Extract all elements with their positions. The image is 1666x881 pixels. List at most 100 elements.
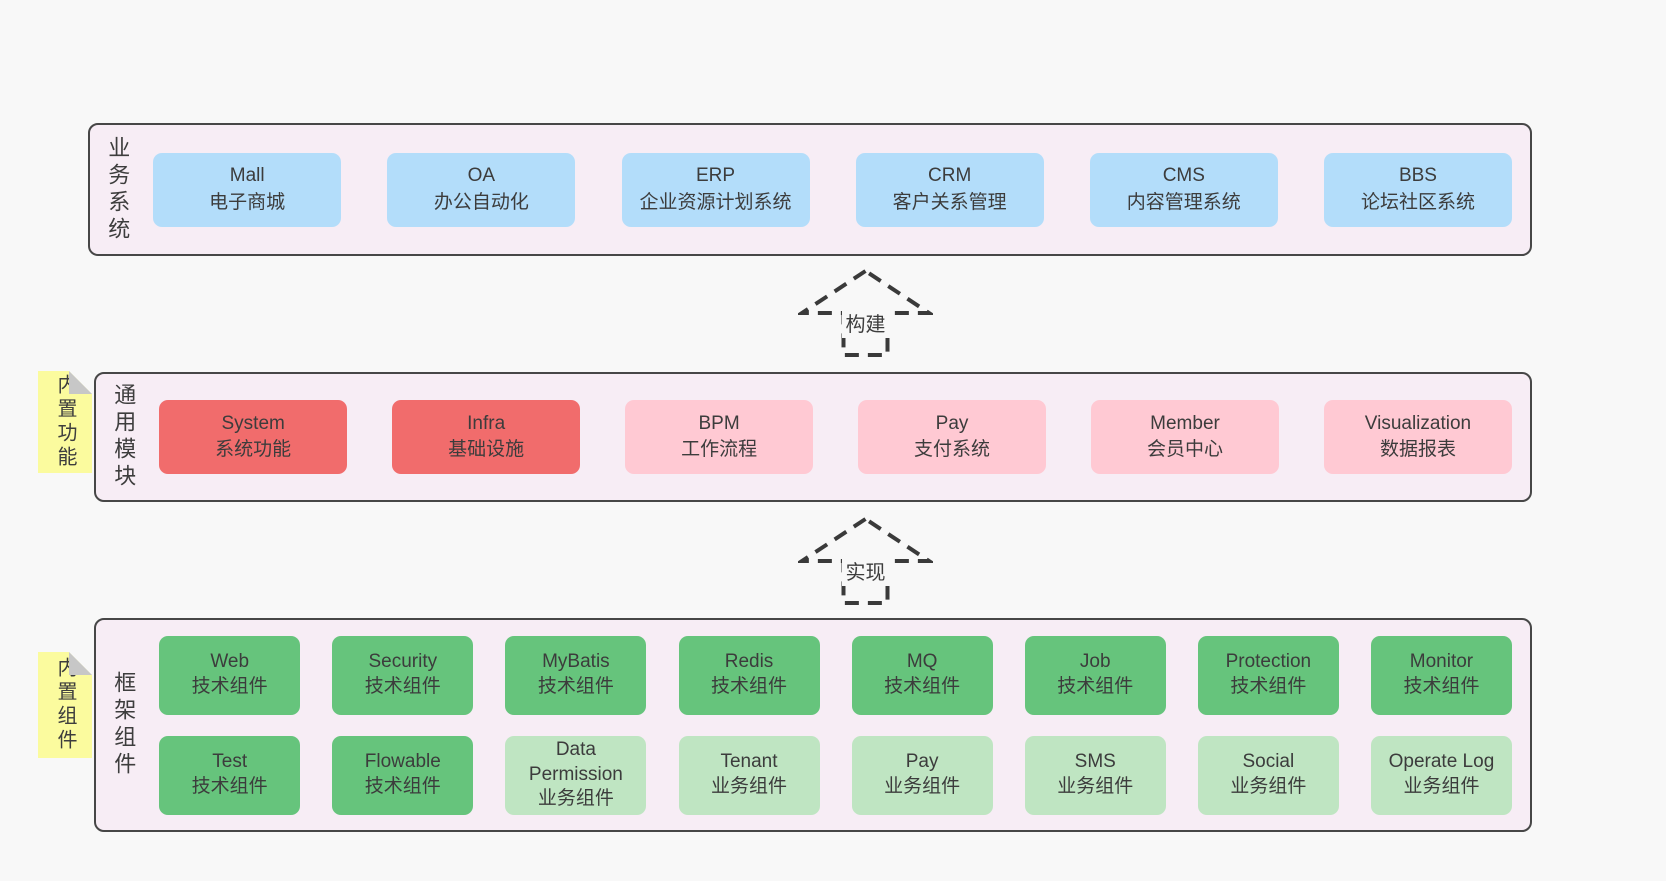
box-subtitle: 工作流程: [681, 439, 758, 460]
folded-corner-icon: [69, 371, 92, 394]
box-subtitle: 业务组件: [537, 788, 614, 810]
box-subtitle: 业务组件: [884, 776, 961, 797]
box-social: Social 业务组件: [1197, 735, 1339, 815]
box-system: System 系统功能: [159, 400, 348, 474]
box-bbs: BBS 论坛社区系统: [1323, 152, 1512, 227]
box-title: CMS: [1162, 165, 1205, 187]
box-title: MyBatis: [542, 651, 610, 673]
box-title: ERP: [695, 165, 736, 187]
box-cms: CMS 内容管理系统: [1089, 152, 1278, 227]
box-title: Pay: [935, 412, 969, 434]
box-subtitle: 技术组件: [364, 776, 441, 797]
box-title: Security: [368, 651, 438, 673]
box-subtitle: 技术组件: [191, 776, 268, 797]
box-title: Job: [1079, 651, 1111, 673]
box-subtitle: 业务组件: [1403, 776, 1480, 797]
box-title: SMS: [1074, 751, 1116, 773]
box-erp: ERP 企业资源计划系统: [621, 152, 810, 227]
box-subtitle: 客户关系管理: [892, 191, 1007, 213]
box-data-permission: Data Permission 业务组件: [505, 735, 647, 815]
box-title: System: [221, 412, 285, 434]
layer-framework-components: 框架组件 Web 技术组件 Security 技术组件 MyBatis 技术组件…: [94, 618, 1532, 832]
arrow-implement: 实现: [798, 516, 933, 606]
box-title: Test: [212, 751, 248, 773]
box-subtitle: 论坛社区系统: [1360, 191, 1475, 213]
up-block-arrow-icon: [798, 268, 933, 357]
layer-business-systems: 业务系统 Mall 电子商城 OA 办公自动化 ERP 企业资源计划系统 CRM…: [88, 123, 1532, 256]
box-subtitle: 会员中心: [1146, 439, 1223, 460]
business-boxes-row: Mall 电子商城 OA 办公自动化 ERP 企业资源计划系统 CRM 客户关系…: [129, 152, 1530, 227]
box-subtitle: 技术组件: [191, 676, 268, 697]
box-title: CRM: [928, 165, 972, 187]
components-rows: Web 技术组件 Security 技术组件 MyBatis 技术组件 Redi…: [135, 635, 1530, 815]
box-subtitle: 办公自动化: [433, 191, 529, 213]
components-row-1: Web 技术组件 Security 技术组件 MyBatis 技术组件 Redi…: [159, 635, 1512, 715]
folded-corner-icon: [69, 652, 92, 675]
note-built-in-components: 内置组件: [38, 652, 92, 758]
box-subtitle: 技术组件: [711, 676, 788, 697]
box-job: Job 技术组件: [1024, 635, 1166, 715]
layer-common-modules: 通用模块 System 系统功能 Infra 基础设施 BPM 工作流程 Pay…: [94, 372, 1532, 502]
box-title: BBS: [1398, 165, 1437, 187]
box-crm: CRM 客户关系管理: [855, 152, 1044, 227]
box-subtitle: 系统功能: [215, 439, 292, 460]
box-mall: Mall 电子商城: [153, 152, 342, 227]
box-security: Security 技术组件: [332, 635, 474, 715]
box-operate-log: Operate Log 业务组件: [1370, 735, 1512, 815]
box-subtitle: 内容管理系统: [1126, 191, 1241, 213]
box-title: OA: [467, 165, 496, 187]
box-title: Operate Log: [1388, 751, 1495, 773]
box-subtitle: 技术组件: [537, 676, 614, 697]
box-subtitle: 业务组件: [1057, 776, 1134, 797]
box-pay: Pay 支付系统: [858, 400, 1047, 474]
box-subtitle: 数据报表: [1379, 439, 1456, 460]
box-title: Web: [210, 651, 250, 673]
box-sms: SMS 业务组件: [1024, 735, 1166, 815]
box-mq: MQ 技术组件: [851, 635, 993, 715]
box-subtitle: 电子商城: [209, 191, 286, 213]
box-flowable: Flowable 技术组件: [332, 735, 474, 815]
box-title: Data Permission: [528, 738, 623, 785]
note-built-in-features: 内置功能: [38, 371, 92, 473]
box-title: Pay: [905, 751, 939, 773]
box-visualization: Visualization 数据报表: [1323, 400, 1512, 474]
up-block-arrow-icon: [798, 516, 933, 605]
box-title: MQ: [906, 651, 938, 673]
box-monitor: Monitor 技术组件: [1370, 635, 1512, 715]
box-title: Monitor: [1409, 651, 1474, 673]
modules-boxes-row: System 系统功能 Infra 基础设施 BPM 工作流程 Pay 支付系统…: [135, 400, 1530, 474]
box-title: Social: [1242, 751, 1295, 773]
box-title: BPM: [698, 412, 740, 434]
box-title: Flowable: [364, 751, 441, 773]
box-subtitle: 支付系统: [914, 439, 991, 460]
note-built-in-components-label: 内置组件: [54, 657, 76, 753]
box-pay: Pay 业务组件: [851, 735, 993, 815]
box-subtitle: 技术组件: [884, 676, 961, 697]
box-title: Member: [1150, 412, 1220, 434]
box-subtitle: 企业资源计划系统: [639, 191, 792, 213]
box-web: Web 技术组件: [159, 635, 301, 715]
arrow-build-label: 构建: [841, 307, 890, 338]
box-mybatis: MyBatis 技术组件: [505, 635, 647, 715]
box-subtitle: 业务组件: [711, 776, 788, 797]
box-subtitle: 技术组件: [364, 676, 441, 697]
box-subtitle: 业务组件: [1230, 776, 1307, 797]
box-title: Infra: [467, 412, 506, 434]
box-oa: OA 办公自动化: [387, 152, 576, 227]
box-protection: Protection 技术组件: [1197, 635, 1339, 715]
box-test: Test 技术组件: [159, 735, 301, 815]
box-redis: Redis 技术组件: [678, 635, 820, 715]
note-built-in-features-label: 内置功能: [54, 374, 76, 470]
layer-modules-label: 通用模块: [111, 383, 137, 491]
layer-business-label: 业务系统: [105, 135, 131, 244]
arrow-build: 构建: [798, 268, 933, 358]
box-subtitle: 技术组件: [1403, 676, 1480, 697]
box-member: Member 会员中心: [1091, 400, 1279, 474]
box-title: Redis: [724, 651, 774, 673]
arrow-implement-label: 实现: [841, 555, 890, 586]
layer-components-label: 框架组件: [111, 671, 137, 779]
box-title: Visualization: [1364, 412, 1472, 434]
box-tenant: Tenant 业务组件: [678, 735, 820, 815]
box-infra: Infra 基础设施: [392, 400, 581, 474]
